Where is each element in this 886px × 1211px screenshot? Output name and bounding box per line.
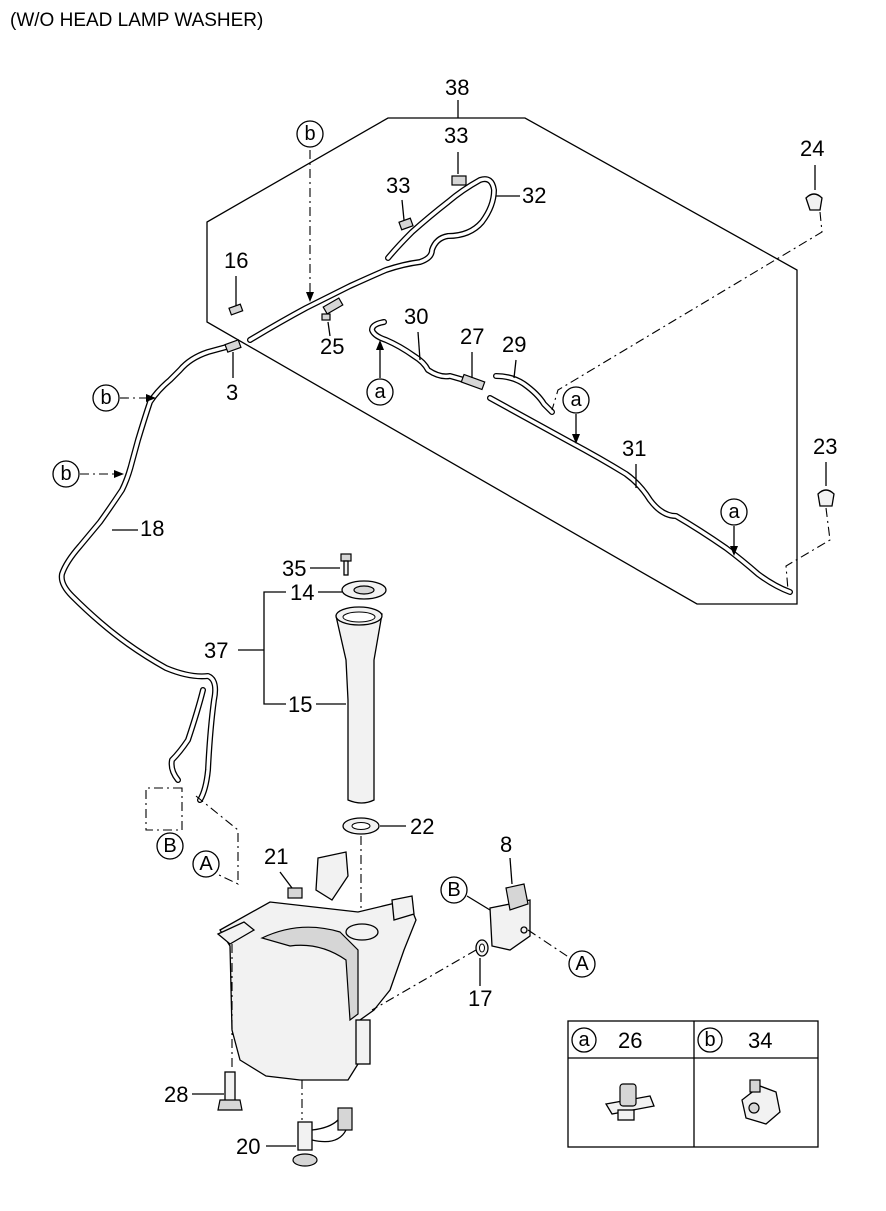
bracket-37 — [238, 591, 286, 705]
legend-b-symbol — [697, 1027, 723, 1053]
svg-text:A: A — [575, 953, 589, 975]
hose-29 — [493, 373, 555, 415]
callout-a-lower — [366, 378, 394, 406]
label-32: 32 — [522, 183, 546, 208]
callout-B-left — [156, 832, 184, 860]
diagram-title: (W/O HEAD LAMP WASHER) — [10, 10, 263, 31]
callout-a-right2 — [720, 498, 748, 526]
assembly-38-outline — [206, 117, 798, 605]
svg-text:b: b — [60, 463, 71, 485]
callout-b-low — [52, 460, 80, 488]
legend-a-part: 26 — [618, 1028, 642, 1053]
label-35: 35 — [282, 556, 306, 581]
connector-25 — [321, 297, 344, 321]
label-24: 24 — [800, 136, 824, 161]
legend-table — [567, 1020, 819, 1148]
grommet-22 — [342, 817, 380, 835]
hose-31 — [487, 395, 793, 595]
leader-29 — [513, 359, 517, 379]
label-30: 30 — [404, 304, 428, 329]
legend-b-part: 34 — [748, 1028, 772, 1053]
pump-8 — [489, 883, 531, 951]
clip-26-illustration — [604, 1083, 655, 1121]
callout-B-pump — [440, 876, 468, 904]
label-38: 38 — [445, 75, 469, 100]
dash-24 — [551, 211, 823, 411]
nozzle-24 — [805, 193, 823, 211]
label-14: 14 — [290, 580, 314, 605]
callout-b-top — [296, 120, 324, 148]
connector-16 — [228, 303, 244, 316]
hose-18 — [58, 343, 233, 803]
reservoir-21 — [216, 851, 417, 1081]
label-3: 3 — [226, 380, 238, 405]
label-33-left: 33 — [386, 173, 410, 198]
label-17: 17 — [468, 986, 492, 1011]
clip-33-left — [398, 217, 414, 231]
label-29: 29 — [502, 332, 526, 357]
label-16: 16 — [224, 248, 248, 273]
svg-text:a: a — [570, 389, 582, 411]
label-37: 37 — [204, 638, 228, 663]
dash-23 — [785, 507, 831, 591]
svg-text:a: a — [374, 381, 386, 403]
bolt-35 — [340, 553, 352, 576]
label-22: 22 — [410, 814, 434, 839]
label-18: 18 — [140, 516, 164, 541]
label-21: 21 — [264, 844, 288, 869]
connector-27 — [460, 373, 486, 391]
label-23: 23 — [813, 434, 837, 459]
clip-34-illustration — [741, 1079, 781, 1125]
connector-3 — [224, 339, 242, 353]
callout-b-mid — [92, 384, 120, 412]
svg-text:a: a — [728, 501, 740, 523]
svg-text:A: A — [199, 853, 213, 875]
leader-33-left — [401, 199, 405, 221]
label-27: 27 — [460, 324, 484, 349]
dash-B-left — [145, 787, 183, 831]
svg-text:B: B — [447, 879, 460, 901]
callout-a-right1 — [562, 386, 590, 414]
label-25: 25 — [320, 334, 344, 359]
svg-text:b: b — [100, 387, 111, 409]
filler-neck-15 — [335, 606, 383, 804]
svg-text:a: a — [578, 1029, 590, 1051]
clip-33-top — [451, 175, 467, 186]
label-28: 28 — [164, 1082, 188, 1107]
svg-text:b: b — [304, 123, 315, 145]
svg-text:B: B — [163, 835, 176, 857]
nozzle-23 — [817, 489, 835, 507]
bolt-28 — [217, 1071, 243, 1111]
hose-30 — [369, 319, 467, 383]
callout-A-pump — [568, 950, 596, 978]
legend-a-symbol — [571, 1027, 597, 1053]
grommet-17 — [475, 939, 489, 957]
leader-25 — [327, 321, 331, 337]
dash-A-left — [195, 795, 239, 885]
label-15: 15 — [288, 692, 312, 717]
leader-30 — [417, 331, 421, 361]
cap-14 — [341, 580, 387, 600]
motor-20 — [292, 1107, 353, 1167]
label-31: 31 — [622, 436, 646, 461]
label-20: 20 — [236, 1134, 260, 1159]
svg-text:b: b — [704, 1029, 715, 1051]
label-33-top: 33 — [444, 123, 468, 148]
hose-32 — [247, 176, 497, 343]
callout-A-left — [192, 850, 220, 878]
label-8: 8 — [500, 832, 512, 857]
